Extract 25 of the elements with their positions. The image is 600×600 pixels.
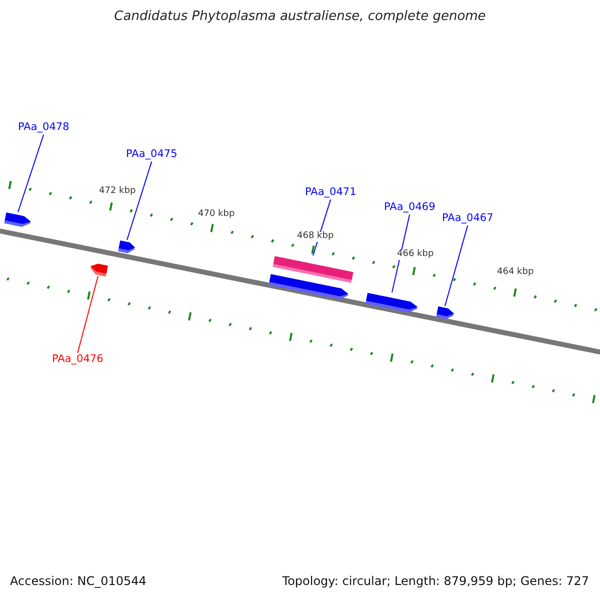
gene-label: PAa_0476	[52, 354, 104, 366]
scale-label: 468 kbp	[296, 232, 335, 242]
footer-text: Topology: circular; Length: 879,959 bp; Genes: 727	[281, 575, 590, 588]
gene-block	[88, 262, 108, 276]
gene-block	[4, 212, 32, 228]
leader-line	[444, 225, 468, 306]
scale-label: 472 kbp	[98, 187, 137, 197]
footer-text: Accession: NC_010544	[9, 575, 148, 588]
gene-label: PAa_0478	[18, 122, 70, 134]
scale-label: 466 kbp	[396, 250, 435, 260]
leader-line	[18, 134, 44, 213]
gene-block	[118, 240, 136, 254]
title: Candidatus Phytoplasma australiense, complete genome	[113, 10, 487, 24]
gene-block	[365, 292, 419, 314]
leader-line	[392, 214, 410, 293]
gene-label: PAa_0469	[384, 202, 436, 214]
gene-block	[436, 306, 454, 320]
gene-label: PAa_0475	[126, 149, 178, 161]
leader-line	[77, 276, 98, 354]
leader-line	[126, 161, 152, 241]
gene-label: PAa_0467	[442, 213, 494, 225]
scale-label: 464 kbp	[496, 268, 535, 278]
gene-block	[268, 274, 350, 300]
scale-label: 470 kbp	[197, 210, 236, 220]
gene-label: PAa_0471	[305, 187, 356, 199]
